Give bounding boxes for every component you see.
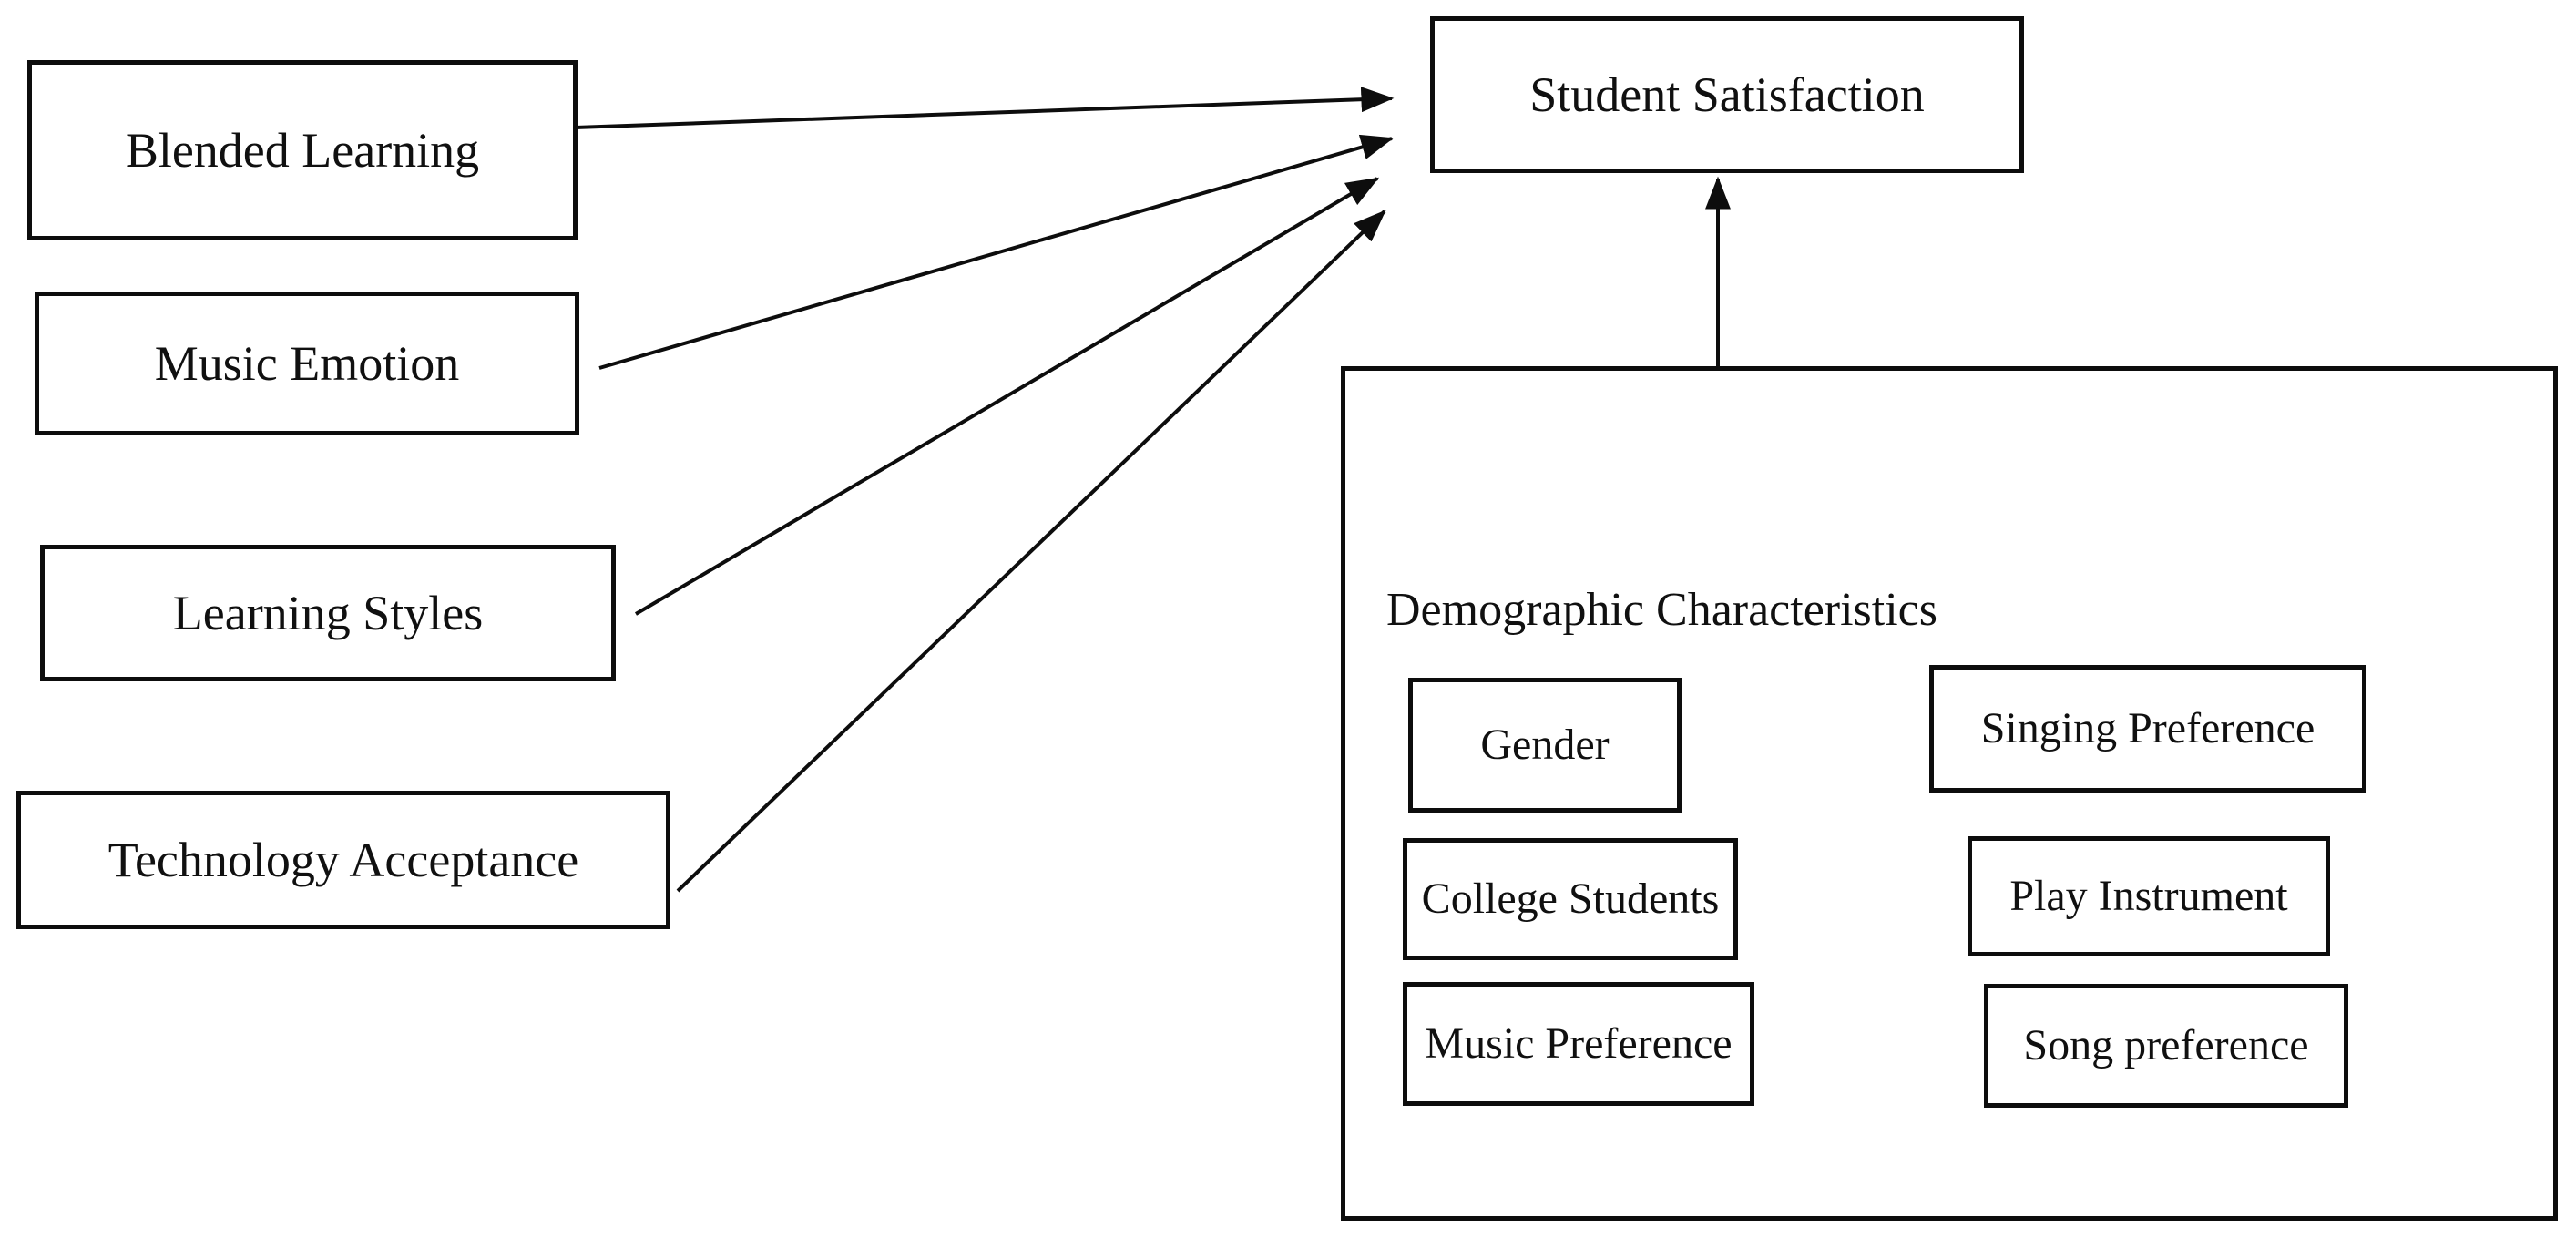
node-blended-learning[interactable]: Blended Learning [27,60,578,240]
node-technology-acceptance[interactable]: Technology Acceptance [16,791,670,929]
node-play-instrument[interactable]: Play Instrument [1968,836,2330,956]
node-label: Learning Styles [172,585,484,640]
node-learning-styles[interactable]: Learning Styles [40,545,616,681]
edge-technology-acceptance-to-satisfaction [676,210,1386,893]
node-college-students[interactable]: College Students [1403,838,1738,960]
node-student-satisfaction[interactable]: Student Satisfaction [1430,16,2024,173]
node-label: College Students [1421,874,1720,923]
node-label: Singing Preference [1980,703,2315,752]
node-label: Blended Learning [125,122,480,178]
node-label: Technology Acceptance [107,832,579,887]
node-song-preference[interactable]: Song preference [1984,984,2348,1108]
node-music-preference[interactable]: Music Preference [1403,982,1754,1106]
edge-blended-learning-to-satisfaction [575,87,1395,129]
node-singing-preference[interactable]: Singing Preference [1929,665,2366,793]
node-label: Play Instrument [2009,871,2288,920]
edge-music-emotion-to-satisfaction [598,134,1395,370]
node-music-emotion[interactable]: Music Emotion [35,292,579,435]
demographic-characteristics-title: Demographic Characteristics [1386,584,1937,636]
node-label: Student Satisfaction [1529,66,1925,122]
edge-learning-styles-to-satisfaction [634,177,1380,616]
node-label: Song preference [2023,1020,2309,1069]
node-label: Music Preference [1425,1018,1733,1068]
node-label: Music Emotion [154,335,460,391]
node-gender[interactable]: Gender [1408,678,1682,813]
node-label: Gender [1480,720,1610,769]
